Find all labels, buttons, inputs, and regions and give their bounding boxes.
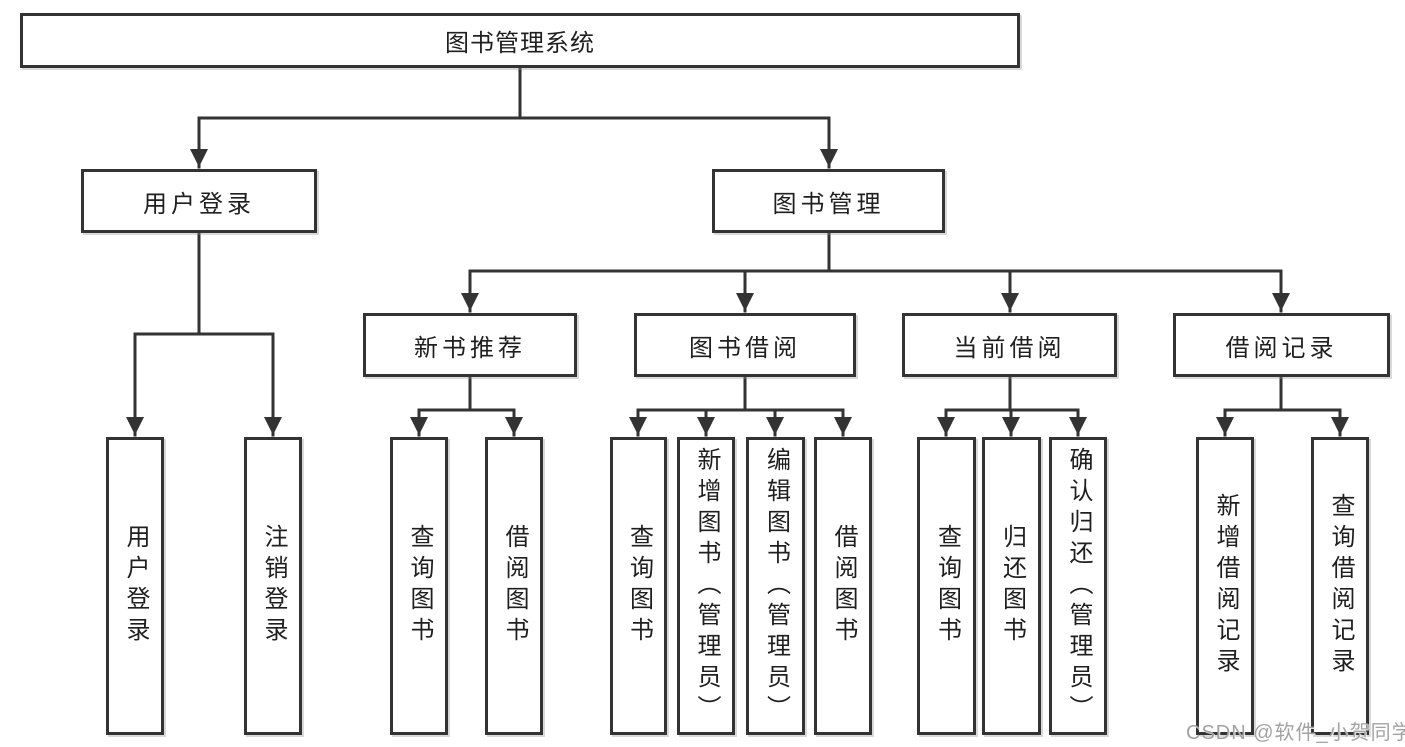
node-records-query-record: 查询借阅记录 bbox=[1311, 437, 1369, 735]
node-records-query-record-label: 查询借阅记录 bbox=[1327, 493, 1354, 679]
node-book-borrow-label: 图书借阅 bbox=[689, 334, 801, 362]
node-current-borrow-label: 当前借阅 bbox=[953, 334, 1066, 362]
node-book-management: 图书管理 bbox=[712, 169, 945, 233]
node-borrow-records-label: 借阅记录 bbox=[1225, 334, 1338, 362]
csdn-watermark: CSDN @软件_小贺同学 bbox=[1186, 722, 1405, 744]
node-book-management-label: 图书管理 bbox=[772, 190, 885, 218]
node-current-confirm-return-admin-label: 确认归还（管理员） bbox=[1065, 446, 1092, 726]
node-current-borrow: 当前借阅 bbox=[902, 313, 1117, 377]
node-borrow-edit-books-admin-label: 编辑图书（管理员） bbox=[762, 446, 790, 726]
node-recommend-borrow-books-label: 借阅图书 bbox=[501, 524, 528, 648]
node-borrow-edit-books-admin: 编辑图书（管理员） bbox=[746, 437, 805, 735]
node-recommend-borrow-books: 借阅图书 bbox=[485, 437, 543, 735]
node-new-book-recommend: 新书推荐 bbox=[363, 313, 577, 377]
node-current-return-books-label: 归还图书 bbox=[998, 524, 1026, 648]
node-root: 图书管理系统 bbox=[20, 13, 1020, 68]
node-recommend-query-books: 查询图书 bbox=[390, 437, 448, 735]
node-logout: 注销登录 bbox=[244, 437, 302, 735]
node-borrow-query-books: 查询图书 bbox=[610, 437, 667, 735]
node-borrow-add-books-admin: 新增图书（管理员） bbox=[677, 437, 735, 735]
node-new-book-recommend-label: 新书推荐 bbox=[414, 334, 526, 362]
node-login: 用户登录 bbox=[106, 437, 164, 735]
node-borrow-query-books-label: 查询图书 bbox=[625, 524, 653, 648]
node-user-login: 用户登录 bbox=[81, 169, 317, 233]
connector bbox=[126, 66, 1349, 437]
node-user-login-label: 用户登录 bbox=[143, 190, 255, 218]
node-records-add-record-label: 新增借阅记录 bbox=[1212, 493, 1239, 679]
node-logout-label: 注销登录 bbox=[260, 524, 287, 648]
node-recommend-query-books-label: 查询图书 bbox=[406, 524, 433, 648]
node-root-label: 图书管理系统 bbox=[445, 30, 595, 57]
node-borrow-borrow-books-label: 借阅图书 bbox=[830, 524, 857, 648]
node-borrow-add-books-admin-label: 新增图书（管理员） bbox=[693, 446, 720, 726]
node-current-query-books-label: 查询图书 bbox=[933, 524, 961, 648]
node-borrow-borrow-books: 借阅图书 bbox=[814, 437, 872, 735]
node-login-label: 用户登录 bbox=[122, 524, 149, 648]
node-book-borrow: 图书借阅 bbox=[634, 313, 856, 377]
node-current-return-books: 归还图书 bbox=[982, 437, 1041, 735]
node-records-add-record: 新增借阅记录 bbox=[1196, 437, 1254, 735]
node-current-query-books: 查询图书 bbox=[917, 437, 976, 735]
node-borrow-records: 借阅记录 bbox=[1173, 313, 1390, 377]
node-current-confirm-return-admin: 确认归还（管理员） bbox=[1049, 437, 1107, 735]
